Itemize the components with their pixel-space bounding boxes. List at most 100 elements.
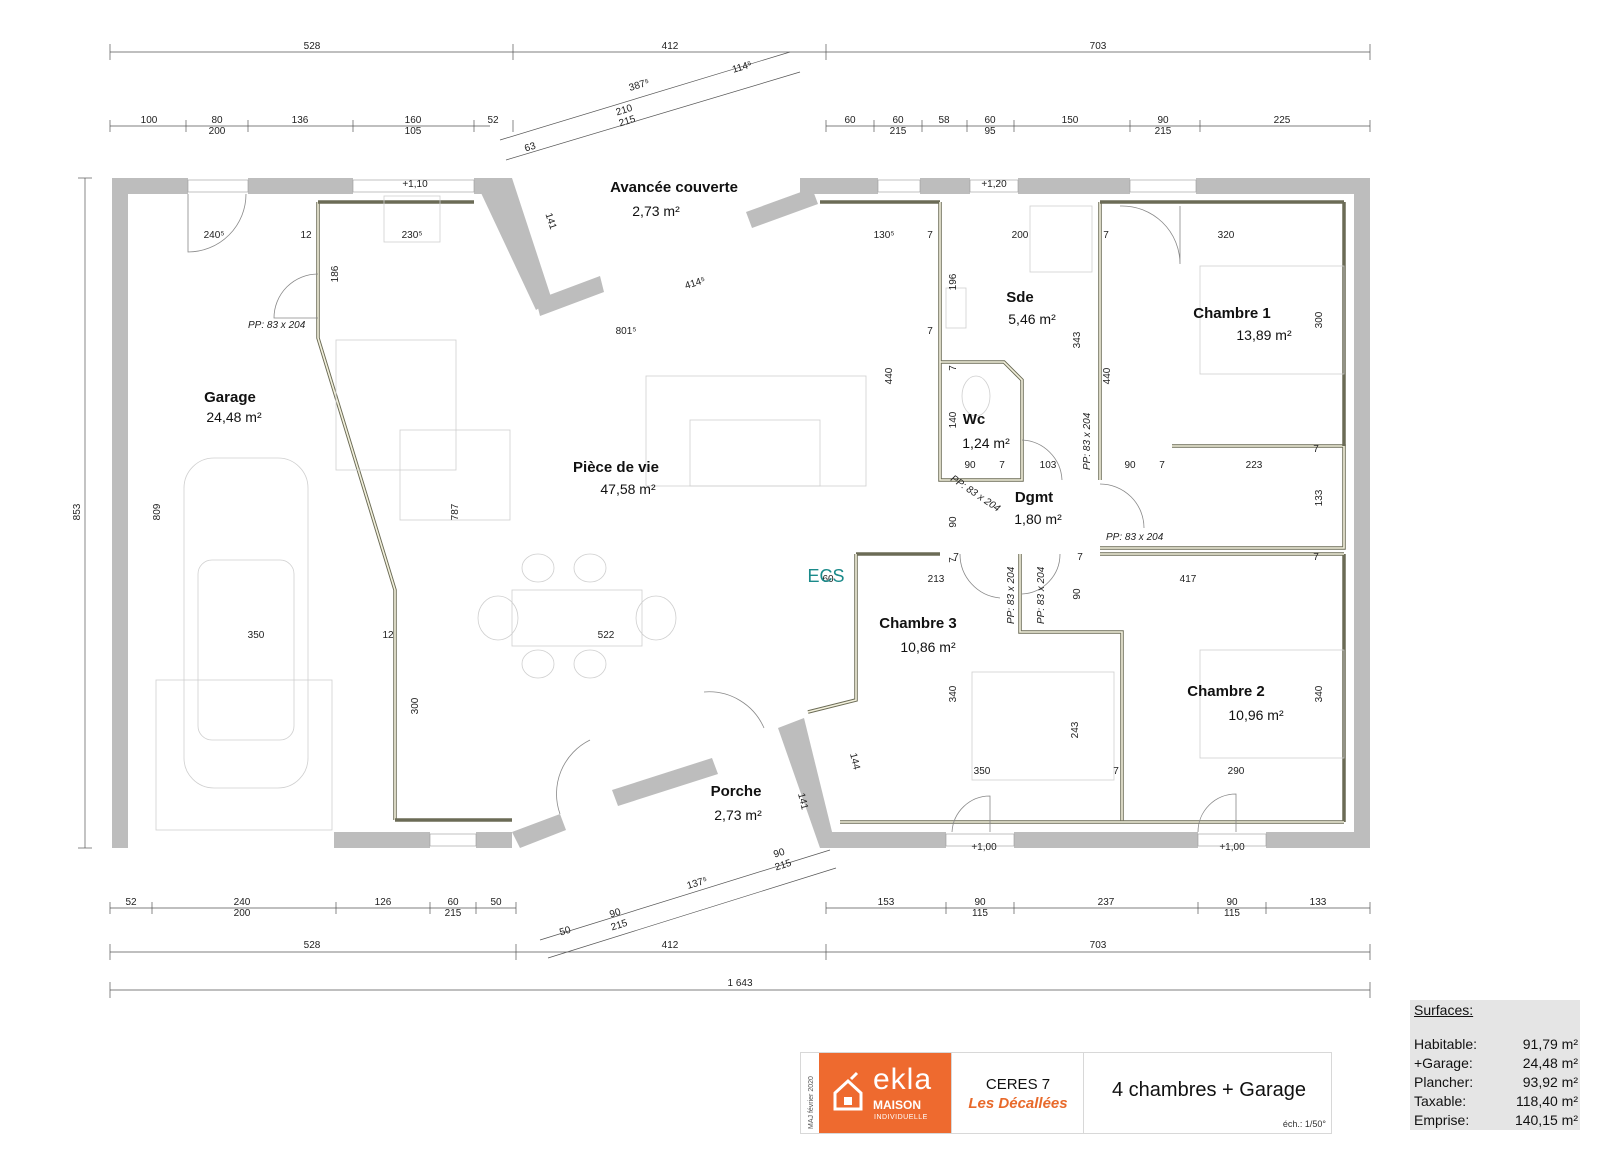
room-ch2-area: 10,96 m²	[1228, 707, 1284, 723]
dim-343: 343	[1072, 331, 1083, 348]
dim-100: 100	[141, 115, 158, 126]
room-ch2-name: Chambre 2	[1187, 683, 1265, 700]
room-ch3-name: Chambre 3	[879, 615, 957, 632]
room-labels: Garage 24,48 m² Pièce de vie 47,58 m² Av…	[204, 179, 1292, 823]
dim-144: 144	[847, 752, 862, 771]
dim-809: 809	[152, 503, 163, 520]
bdim-52: 52	[125, 897, 137, 908]
bdim-240: 240	[234, 897, 251, 908]
dim-12b: 12	[382, 630, 394, 641]
door-label-4: PP: 83 x 204	[1106, 532, 1164, 543]
dim-7e: 7	[999, 460, 1005, 471]
room-avancee-area: 2,73 m²	[632, 203, 680, 219]
dim-300a: 300	[1314, 311, 1325, 328]
model-block: CERES 7 Les Décallées	[951, 1053, 1084, 1133]
dim-350b: 350	[974, 766, 991, 777]
openings	[187, 179, 1267, 847]
dim-340a: 340	[948, 685, 959, 702]
dim-290: 290	[1228, 766, 1245, 777]
dim-141b: 141	[795, 792, 810, 811]
bdim-60: 60	[447, 897, 459, 908]
dim-103: 103	[1040, 460, 1057, 471]
dim-7j: 7	[1313, 552, 1319, 563]
door-labels: PP: 83 x 204 PP: 83 x 204 PP: 83 x 204 P…	[248, 320, 1164, 624]
dim-223: 223	[1246, 460, 1263, 471]
room-wc-area: 1,24 m²	[962, 435, 1010, 451]
ecs-label: ECS	[807, 566, 844, 586]
surface-row: Habitable: 91,79 m²	[1414, 1036, 1578, 1054]
model-name: CERES 7	[985, 1076, 1051, 1093]
surface-value: 91,79 m²	[1522, 1036, 1578, 1052]
revision-date: MAJ février 2020	[808, 1076, 815, 1129]
furniture	[155, 195, 1345, 831]
surface-label: Taxable:	[1414, 1093, 1467, 1109]
surface-label: Habitable:	[1414, 1036, 1478, 1052]
dim-105: 105	[405, 126, 422, 137]
bdim-90e: 90	[608, 907, 622, 921]
door-label-6: PP: 83 x 204	[1036, 566, 1047, 624]
dim-215b: 215	[1155, 126, 1172, 137]
surface-label: Plancher:	[1414, 1074, 1474, 1090]
revision-note: MAJ février 2020	[801, 1053, 819, 1133]
surfaces-title: Surfaces:	[1414, 1002, 1474, 1018]
room-ch3-area: 10,86 m²	[900, 639, 956, 655]
logo-brand: ekla	[873, 1063, 933, 1096]
dim-853: 853	[72, 503, 83, 520]
dim-440a: 440	[884, 367, 895, 384]
title-block: MAJ février 2020 ekla MAISON INDIVIDUELL…	[800, 1052, 1332, 1134]
dim-387: 387⁵	[628, 77, 651, 94]
dim-top-528: 528	[304, 41, 321, 52]
room-ch1-name: Chambre 1	[1193, 305, 1271, 322]
bdim-237: 237	[1098, 897, 1115, 908]
dim-7c: 7	[927, 326, 933, 337]
bottom-dimensions: 52 240 200 126 60 215 50 153 90 115 237 …	[109, 847, 1371, 998]
bdim-50d: 50	[558, 925, 572, 939]
dim-300b: 300	[410, 697, 421, 714]
dim-200i: 200	[1012, 230, 1029, 241]
dim-320: 320	[1218, 230, 1235, 241]
dim-136: 136	[292, 115, 309, 126]
dim-52: 52	[487, 115, 499, 126]
bdim-50: 50	[490, 897, 502, 908]
logo-sub2: INDIVIDUELLE	[874, 1114, 928, 1121]
exterior-walls	[112, 178, 1370, 848]
dim-90a: 90	[964, 460, 976, 471]
dim-243: 243	[1070, 721, 1081, 738]
room-dgmt-name: Dgmt	[1015, 489, 1053, 506]
dim-130: 130⁵	[874, 230, 895, 241]
logo-sub1: MAISON	[873, 1098, 921, 1112]
dim-7i: 7	[1077, 552, 1083, 563]
dim-213: 213	[928, 574, 945, 585]
bdim-412: 412	[662, 940, 679, 951]
dim-60c: 60	[984, 115, 996, 126]
room-ch1-area: 13,89 m²	[1236, 327, 1292, 343]
doors	[187, 193, 1237, 833]
dim-60b: 60	[892, 115, 904, 126]
house-logo-icon	[833, 1071, 863, 1111]
room-garage-area: 24,48 m²	[206, 409, 262, 425]
dim-196: 196	[948, 273, 959, 290]
bdim-90b: 90	[1226, 897, 1238, 908]
dim-90c: 90	[1072, 588, 1083, 600]
surface-label: +Garage:	[1414, 1055, 1473, 1071]
dim-90b: 90	[1124, 460, 1136, 471]
dim-114: 114⁵	[731, 59, 753, 75]
dim-215a: 215	[890, 126, 907, 137]
level-2: +1,20	[981, 179, 1007, 190]
surface-row: Taxable: 118,40 m²	[1414, 1093, 1578, 1111]
level-4: +1,00	[1219, 842, 1245, 853]
dim-787: 787	[450, 503, 461, 520]
surface-value: 93,92 m²	[1522, 1074, 1578, 1090]
surface-value: 140,15 m²	[1514, 1112, 1578, 1128]
bdim-200: 200	[234, 908, 251, 919]
dim-160: 160	[405, 115, 422, 126]
surface-row: Plancher: 93,92 m²	[1414, 1074, 1578, 1092]
dim-95: 95	[984, 126, 996, 137]
room-living-name: Pièce de vie	[573, 459, 659, 476]
dim-340b: 340	[1314, 685, 1325, 702]
surface-value: 118,40 m²	[1516, 1093, 1578, 1109]
surface-row: Emprise: 140,15 m²	[1414, 1112, 1578, 1130]
bdim-total: 1 643	[727, 978, 752, 989]
dim-150: 150	[1062, 115, 1079, 126]
